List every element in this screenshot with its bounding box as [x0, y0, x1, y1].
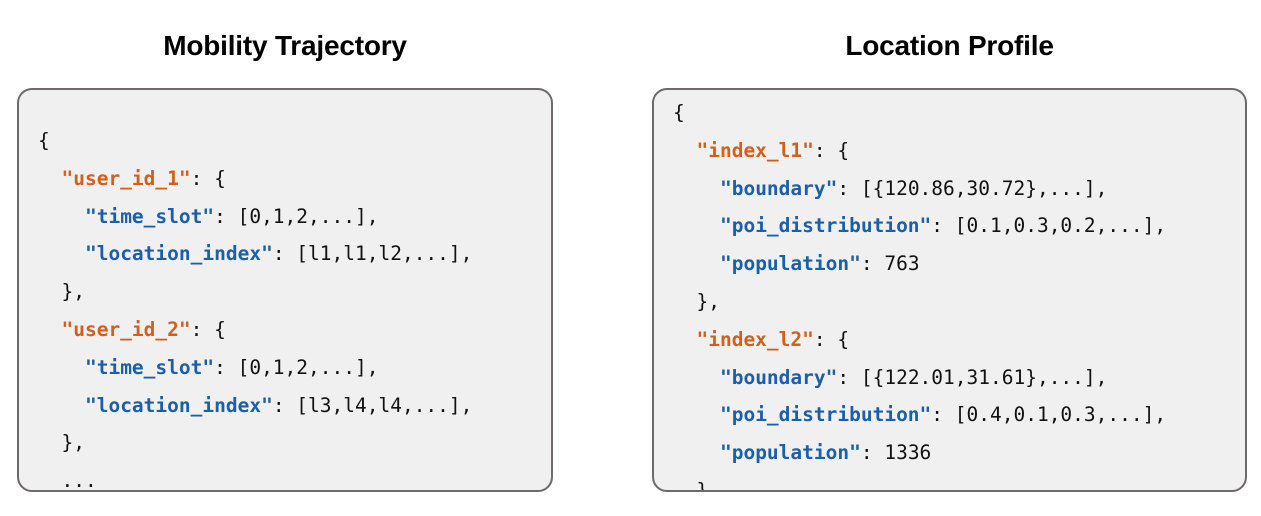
code-token-key-inner: "boundary" — [719, 176, 838, 200]
location-profile-code-box: { "index_l1": { "boundary": [{120.86,30.… — [652, 88, 1247, 492]
code-line: "poi_distribution": [0.1,0.3,0.2,...], — [673, 207, 1166, 245]
code-line: { — [38, 122, 472, 160]
code-line: }, — [38, 424, 472, 462]
code-token-key-inner: "time_slot" — [84, 204, 215, 228]
code-line: "user_id_2": { — [38, 311, 472, 349]
code-token-punct: : [l3,l4,l4,...], — [272, 393, 473, 417]
code-token-punct: }, — [38, 280, 85, 304]
code-line: "population": 763 — [673, 245, 1166, 283]
code-line: "location_index": [l3,l4,l4,...], — [38, 387, 472, 425]
code-token-key-inner: "poi_distribution" — [719, 403, 932, 427]
code-token-key-outer: "index_l2" — [696, 327, 814, 351]
code-token-punct — [38, 394, 85, 417]
code-token-punct: : [0,1,2,...], — [214, 204, 379, 228]
code-token-punct — [38, 167, 61, 190]
code-line: "time_slot": [0,1,2,...], — [38, 349, 472, 387]
code-token-punct: }, — [673, 478, 720, 492]
code-token-punct: : { — [190, 166, 226, 190]
code-token-punct: : 763 — [860, 252, 920, 276]
code-token-punct — [38, 356, 85, 379]
code-token-punct: : [0.4,0.1,0.3,...], — [931, 403, 1167, 427]
code-token-punct — [673, 139, 696, 162]
code-token-key-inner: "population" — [719, 441, 861, 465]
code-line: "location_index": [l1,l1,l2,...], — [38, 235, 472, 273]
code-line: "index_l2": { — [673, 321, 1166, 359]
code-line: "time_slot": [0,1,2,...], — [38, 198, 472, 236]
code-token-punct: ... — [38, 469, 97, 492]
code-token-punct: : { — [813, 138, 850, 162]
code-token-key-inner: "poi_distribution" — [719, 214, 932, 238]
code-token-punct — [673, 366, 720, 389]
code-token-punct — [673, 177, 720, 200]
code-line: "poi_distribution": [0.4,0.1,0.3,...], — [673, 396, 1166, 434]
code-token-punct: : 1336 — [860, 441, 932, 465]
code-token-key-outer: "index_l1" — [696, 138, 814, 162]
code-token-key-outer: "user_id_2" — [61, 317, 191, 341]
code-token-key-inner: "boundary" — [719, 365, 838, 389]
code-line: "index_l1": { — [673, 132, 1166, 170]
page-title-location-profile: Location Profile — [845, 30, 1054, 61]
code-token-punct: : { — [190, 317, 226, 341]
code-line: { — [673, 94, 1166, 132]
code-token-punct — [673, 403, 720, 426]
code-token-punct: : [l1,l1,l2,...], — [272, 242, 473, 266]
code-token-punct — [38, 242, 85, 265]
code-line: }, — [673, 472, 1166, 492]
code-token-punct: : [0.1,0.3,0.2,...], — [931, 214, 1167, 238]
page-title-mobility-trajectory: Mobility Trajectory — [163, 30, 407, 61]
code-token-key-inner: "time_slot" — [84, 355, 215, 379]
code-token-punct: }, — [38, 431, 85, 455]
mobility-trajectory-code: { "user_id_1": { "time_slot": [0,1,2,...… — [38, 122, 472, 492]
mobility-trajectory-code-box: { "user_id_1": { "time_slot": [0,1,2,...… — [17, 88, 553, 492]
code-line: ... — [38, 462, 472, 492]
code-token-key-inner: "location_index" — [84, 393, 273, 417]
code-token-key-outer: "user_id_1" — [61, 166, 191, 190]
code-token-punct — [38, 205, 85, 228]
location-profile-code: { "index_l1": { "boundary": [{120.86,30.… — [673, 94, 1166, 492]
code-token-punct: }, — [673, 289, 720, 313]
code-token-key-inner: "location_index" — [84, 242, 273, 266]
code-line: "user_id_1": { — [38, 160, 472, 198]
code-token-punct — [673, 252, 720, 275]
code-token-punct — [673, 441, 720, 464]
code-line: "population": 1336 — [673, 434, 1166, 472]
code-token-punct: { — [673, 101, 685, 124]
code-token-punct — [38, 318, 61, 341]
code-line: "boundary": [{120.86,30.72},...], — [673, 170, 1166, 208]
code-token-punct: : [{120.86,30.72},...], — [837, 176, 1108, 200]
code-token-punct: : { — [813, 327, 850, 351]
code-line: }, — [38, 273, 472, 311]
code-token-punct — [673, 328, 696, 351]
code-line: }, — [673, 283, 1166, 321]
code-token-key-inner: "population" — [719, 252, 861, 276]
code-token-punct — [673, 214, 720, 237]
code-line: "boundary": [{122.01,31.61},...], — [673, 359, 1166, 397]
code-token-punct: : [{122.01,31.61},...], — [837, 365, 1108, 389]
code-token-punct: { — [38, 129, 50, 152]
code-token-punct: : [0,1,2,...], — [214, 355, 379, 379]
